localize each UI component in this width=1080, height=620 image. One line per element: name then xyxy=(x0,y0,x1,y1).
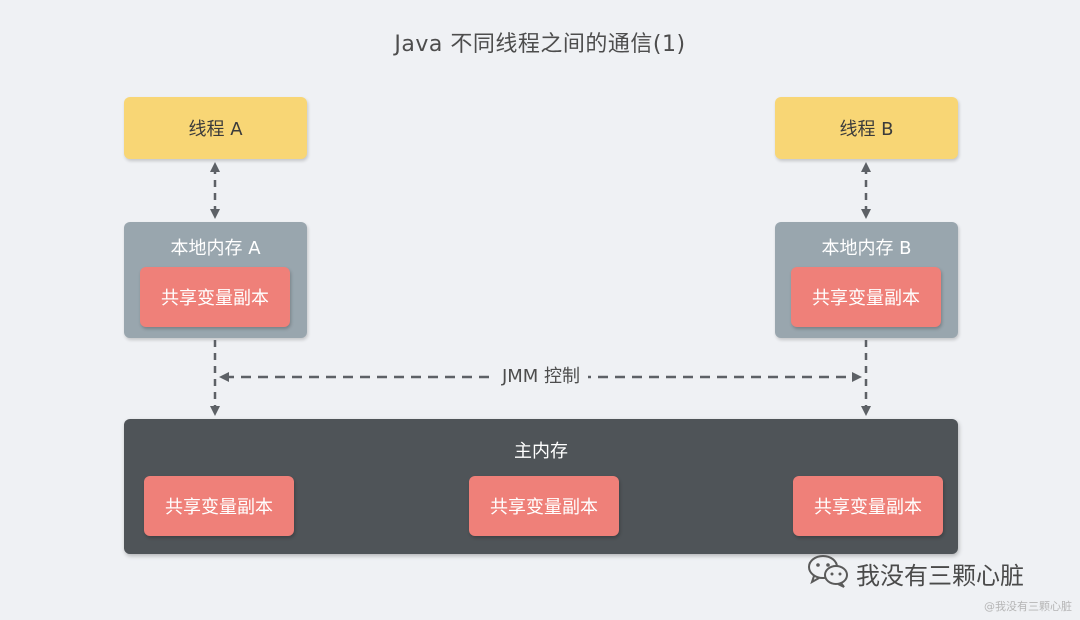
main-memory-label: 主内存 xyxy=(514,441,568,462)
thread-b-box: 线程 B xyxy=(775,97,958,159)
local-memory-a-label: 本地内存 A xyxy=(170,238,261,259)
watermark-text: 我没有三颗心脏 xyxy=(856,561,1024,590)
main-memory-copy-label-1: 共享变量副本 xyxy=(165,497,273,518)
local-memory-b-label: 本地内存 B xyxy=(821,238,912,259)
local-memory-b-shared-copy: 共享变量副本 xyxy=(791,267,941,327)
main-memory-shared-copy-3: 共享变量副本 xyxy=(793,476,943,536)
credit-text: @我没有三颗心脏 xyxy=(984,600,1072,613)
local-memory-b-box: 本地内存 B 共享变量副本 xyxy=(775,222,958,338)
watermark: 我没有三颗心脏 xyxy=(806,553,1024,593)
diagram-title: Java 不同线程之间的通信(1) xyxy=(394,32,686,57)
wechat-icon xyxy=(806,553,850,593)
local-memory-a-copy-label: 共享变量副本 xyxy=(161,288,269,309)
local-memory-a-shared-copy: 共享变量副本 xyxy=(140,267,290,327)
thread-a-box: 线程 A xyxy=(124,97,307,159)
jmm-control-label: JMM 控制 xyxy=(494,366,588,388)
main-memory-shared-copy-2: 共享变量副本 xyxy=(469,476,619,536)
thread-a-label: 线程 A xyxy=(188,119,243,140)
local-memory-a-box: 本地内存 A 共享变量副本 xyxy=(124,222,307,338)
main-memory-copy-label-2: 共享变量副本 xyxy=(490,497,598,518)
thread-b-label: 线程 B xyxy=(839,119,894,140)
main-memory-copy-label-3: 共享变量副本 xyxy=(814,497,922,518)
main-memory-shared-copy-1: 共享变量副本 xyxy=(144,476,294,536)
main-memory-box: 主内存 共享变量副本 共享变量副本 共享变量副本 xyxy=(124,419,958,554)
local-memory-b-copy-label: 共享变量副本 xyxy=(812,288,920,309)
